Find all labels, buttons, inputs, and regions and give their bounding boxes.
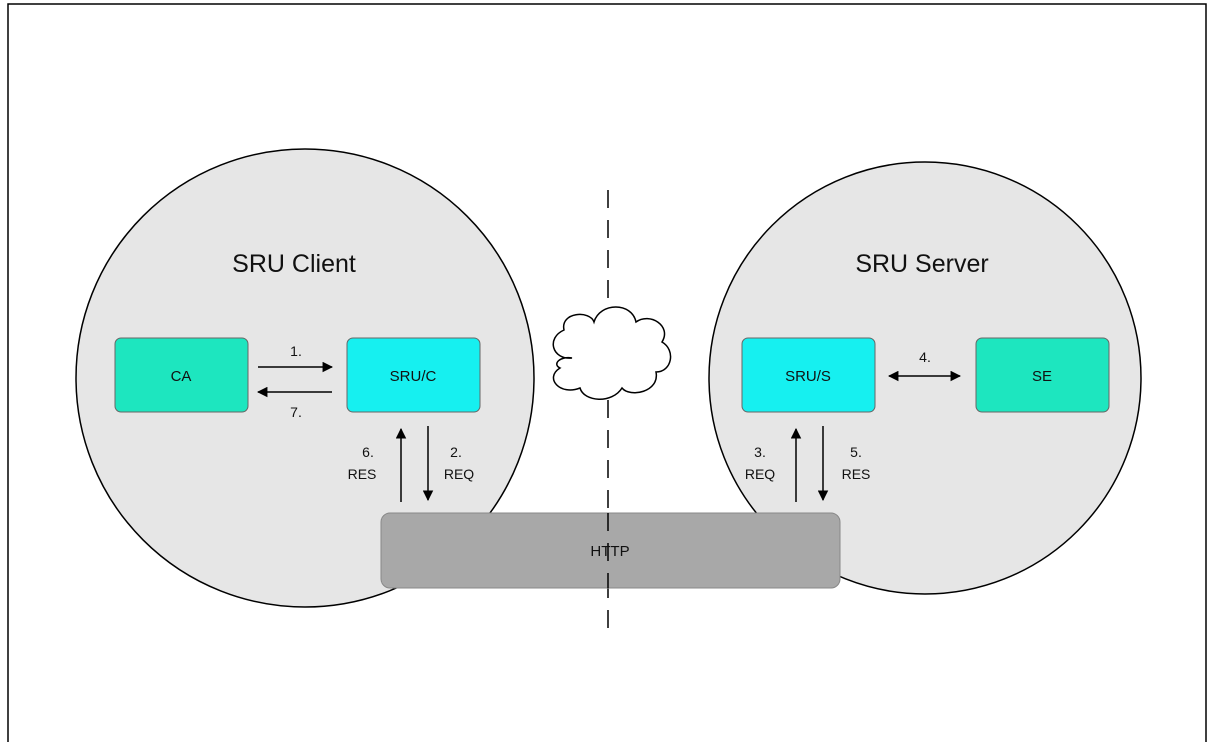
step-6-num: 6. [362, 444, 374, 460]
step-5-num: 5. [850, 444, 862, 460]
sru-c-box: SRU/C [346, 337, 481, 413]
ca-box: CA [114, 337, 249, 413]
step-3-num: 3. [754, 444, 766, 460]
client-title: SRU Client [232, 250, 356, 278]
step-4-label: 4. [919, 349, 931, 365]
server-title: SRU Server [855, 250, 988, 278]
se-label: SE [1032, 368, 1052, 385]
http-bar: HTTP [380, 512, 841, 589]
step-2-label: REQ [444, 466, 474, 482]
ca-label: CA [171, 368, 192, 385]
step-6-label: RES [348, 466, 377, 482]
se-box: SE [975, 337, 1110, 413]
step-5-label: RES [842, 466, 871, 482]
client-circle [75, 148, 535, 608]
http-label: HTTP [590, 543, 629, 560]
step-1-label: 1. [290, 343, 302, 359]
step-2-num: 2. [450, 444, 462, 460]
sru-s-label: SRU/S [785, 368, 831, 385]
step-3-label: REQ [745, 466, 775, 482]
sru-c-label: SRU/C [390, 368, 437, 385]
sru-s-box: SRU/S [741, 337, 876, 413]
step-7-label: 7. [290, 404, 302, 420]
cloud-icon [552, 306, 672, 400]
